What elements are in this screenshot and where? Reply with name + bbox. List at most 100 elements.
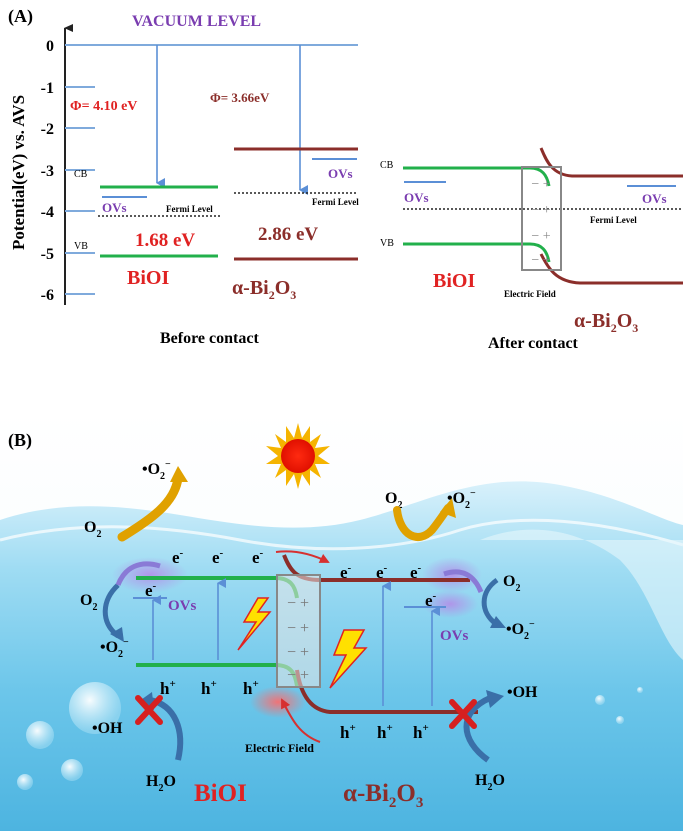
water-body: [0, 481, 683, 831]
wave-crest: [0, 518, 683, 551]
superoxide-label: •O2−: [142, 459, 171, 482]
fermi-label-bi2o3: Fermi Level: [312, 197, 359, 207]
water-label: H2O: [475, 772, 505, 793]
ovs-label-b-left: OVs: [168, 598, 197, 614]
lightning-icon: [237, 597, 272, 651]
blocked-cross-icon: [135, 695, 163, 725]
bubble: [17, 774, 33, 790]
tick-label: -4: [41, 204, 54, 221]
hole: h+: [243, 678, 259, 698]
electric-field-label-b: Electric Field: [245, 741, 314, 755]
electron: e-: [252, 547, 264, 567]
cb-label: CB: [74, 169, 88, 180]
ovs-label-after-right: OVs: [642, 191, 667, 206]
electron: e-: [212, 547, 224, 567]
depletion-region-box: [521, 166, 562, 271]
hole: h+: [160, 678, 176, 698]
tick-label: 0: [46, 38, 54, 55]
phi-bi2o3: Φ= 3.66eV: [210, 90, 270, 105]
fermi-label-after: Fermi Level: [590, 215, 637, 225]
oxidation-arrow-right: [463, 695, 492, 763]
vb-label-after: VB: [380, 238, 394, 249]
hydroxyl-label: •OH: [92, 720, 123, 737]
bubble: [26, 721, 54, 749]
hole-transfer-arrow: [281, 698, 321, 743]
oxygen-label: O2: [503, 573, 520, 594]
name-bioi-after: BiOI: [433, 270, 475, 292]
y-axis-label: Potential(eV) vs. AVS: [9, 95, 28, 250]
charge-signs: − +: [287, 667, 309, 684]
sun-icon: [266, 423, 330, 489]
hole: h+: [340, 722, 356, 742]
reaction-arrow-o2: [117, 473, 183, 542]
bubble: [69, 682, 121, 734]
hydroxyl-label: •OH: [507, 684, 538, 701]
vb-label: VB: [74, 241, 88, 252]
lightning-icon: [329, 629, 368, 689]
oxygen-label: O2: [84, 519, 101, 540]
electron: e-: [410, 562, 422, 582]
charge-signs: − +: [531, 253, 550, 268]
name-bi2o3-after: α-Bi2O3: [574, 310, 638, 335]
charge-signs: − +: [531, 229, 550, 244]
cb-label-after: CB: [380, 160, 394, 171]
name-bioi-b: BiOI: [194, 780, 247, 807]
panel-b: (B) OVs OVs − + − + − +: [0, 410, 683, 831]
ovs-label-after-left: OVs: [404, 190, 429, 205]
charge-signs: − +: [531, 203, 550, 218]
water-label: H2O: [146, 773, 176, 794]
name-bioi-before: BiOI: [127, 267, 169, 289]
bubble: [61, 759, 83, 781]
bi2o3-vb-bent: [539, 253, 683, 285]
fermi-label-bioi: Fermi Level: [166, 204, 213, 214]
electron-arrow-left: [115, 561, 161, 587]
reaction-arrow-right: [481, 577, 499, 626]
reaction-arrowhead: [170, 466, 188, 482]
ovs-label-b-right: OVs: [440, 628, 469, 644]
name-bi2o3-b: α-Bi2O3: [343, 780, 423, 811]
reaction-arrowhead: [110, 627, 124, 642]
superoxide-label: •O2−: [100, 637, 129, 660]
name-bi2o3-before: α-Bi2O3: [232, 277, 296, 302]
bi2o3-cb-bent: [539, 147, 683, 178]
hole-glow: [250, 686, 306, 718]
gap-bi2o3: 2.86 eV: [258, 224, 318, 245]
caption-before: Before contact: [160, 330, 259, 347]
phi-bioi: Φ= 4.10 eV: [70, 99, 137, 114]
electron: e-: [340, 562, 352, 582]
bioi-cb-bent: [403, 166, 551, 187]
hole: h+: [413, 722, 429, 742]
tick-label: -2: [41, 121, 54, 138]
electron-transfer-arrow: [275, 550, 330, 563]
bubble: [595, 695, 605, 705]
tick-label: -6: [41, 287, 54, 304]
ovs-label-bi2o3: OVs: [328, 166, 353, 181]
hole: h+: [201, 678, 217, 698]
y-ticks: 0 -1 -2 -3 -4 -5 -6: [41, 38, 95, 304]
electron: e-: [425, 590, 437, 610]
tick-label: -5: [41, 246, 54, 263]
panel-b-label: (B): [8, 430, 32, 451]
splash: [480, 529, 683, 660]
bioi-vb-bent: [403, 242, 551, 263]
electron-arrow-right: [443, 569, 484, 594]
oxygen-label: O2: [385, 490, 402, 511]
reaction-arrow-left: [102, 583, 120, 638]
tick-label: -3: [41, 163, 54, 180]
electron-glow: [422, 557, 482, 593]
bubble: [616, 716, 624, 724]
superoxide-label: •O2−: [506, 619, 535, 642]
charge-signs: − +: [531, 177, 550, 192]
reaction-arrowhead: [486, 690, 504, 708]
gap-bioi: 1.68 eV: [135, 230, 195, 251]
electron: e-: [172, 547, 184, 567]
caption-after: After contact: [488, 335, 579, 352]
blocked-cross-icon: [449, 699, 477, 729]
vacuum-level-label: VACUUM LEVEL: [132, 13, 261, 30]
after-contact-diagram: CB VB OVs OVs Fermi Level − + − + − + − …: [380, 147, 683, 352]
electron: e-: [376, 562, 388, 582]
panel-a-label: (A): [8, 6, 33, 27]
tick-label: -1: [41, 80, 54, 97]
electron: e-: [145, 580, 157, 600]
